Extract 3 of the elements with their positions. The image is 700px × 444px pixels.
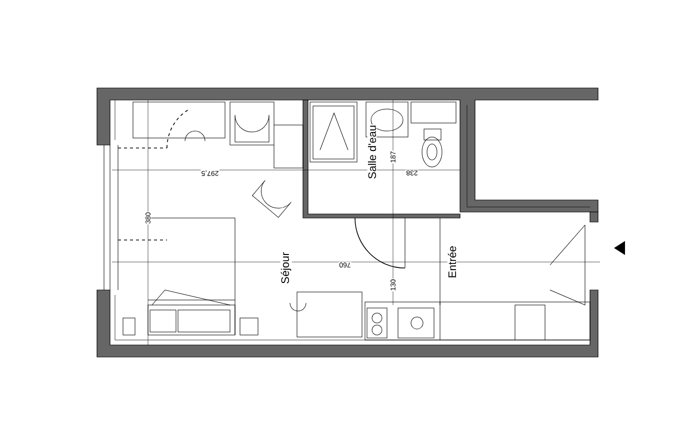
room-label: Séjour	[280, 252, 292, 284]
room-label: Salle d'eau	[367, 124, 377, 180]
room-label: Entrée	[447, 245, 457, 279]
